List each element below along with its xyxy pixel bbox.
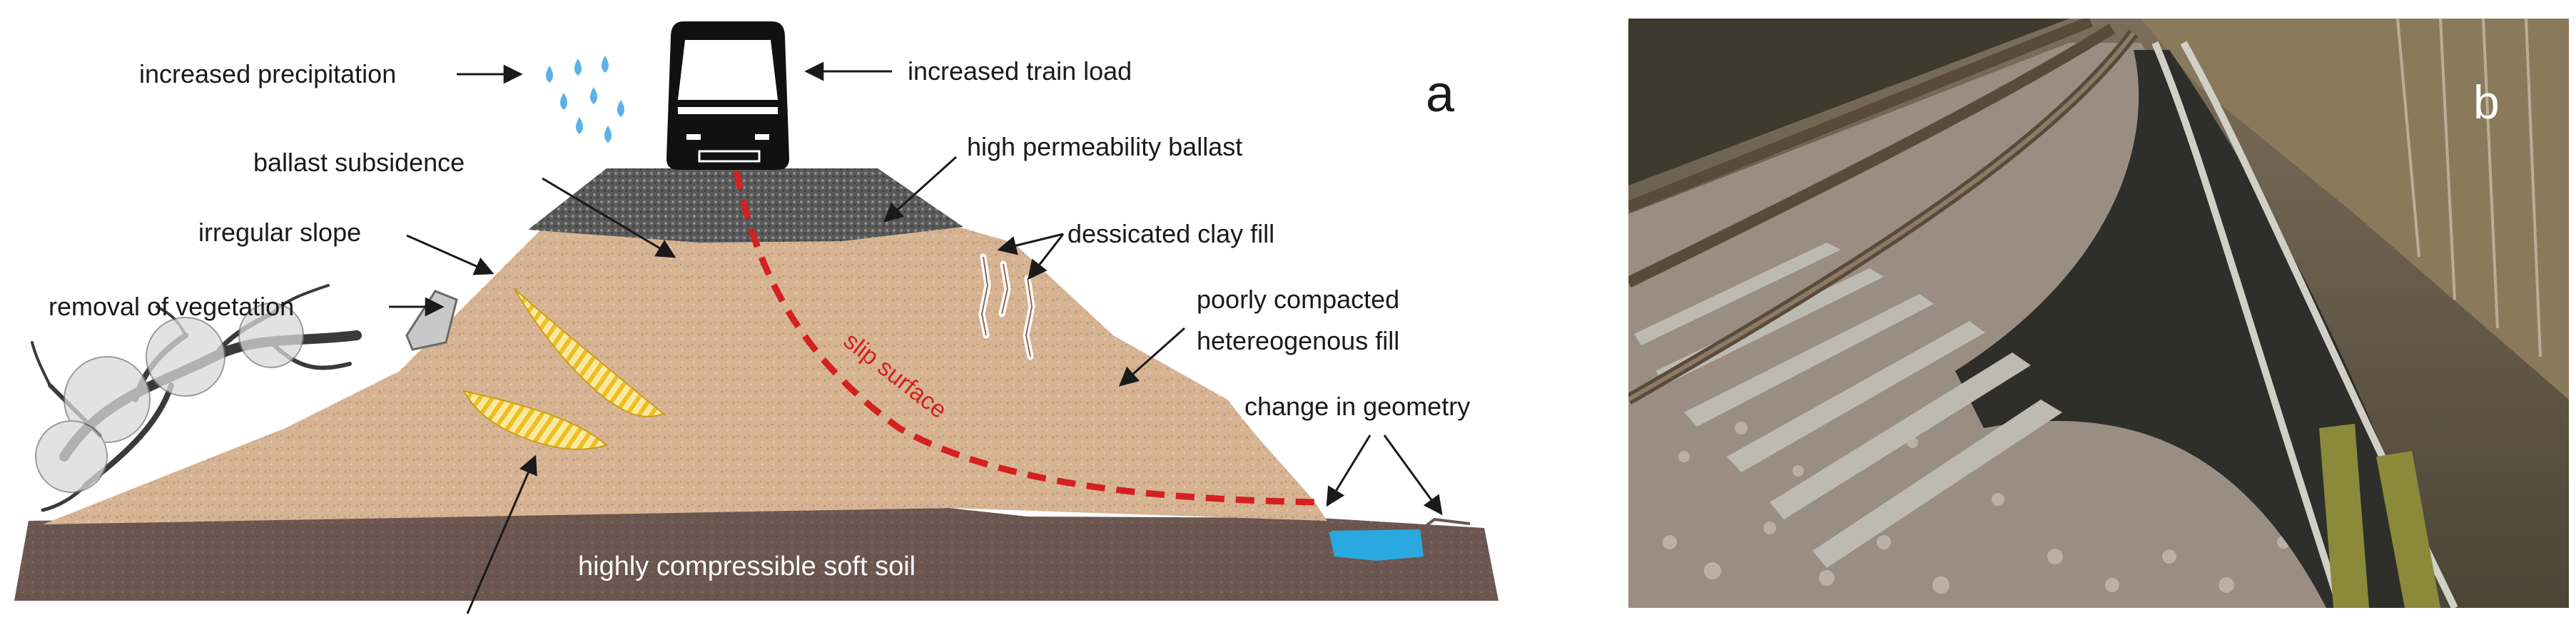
displaced-sleepers [2319, 424, 2440, 608]
slip-surface-line [733, 171, 1321, 506]
label-change-in-geometry: change in geometry [1244, 392, 1470, 421]
label-increased-precipitation: increased precipitation [139, 59, 396, 88]
sleepers [1634, 243, 2062, 568]
label-poorly-compacted: poorly compacted [1197, 285, 1399, 314]
crack-outline [980, 256, 1033, 357]
label-removal-of-vegetation: removal of vegetation [49, 292, 294, 321]
water-pond [1329, 529, 1424, 561]
rain-drops-icon [546, 56, 624, 143]
pond-edge [1316, 517, 1471, 533]
train-icon [666, 21, 789, 170]
label-irregular-slope: irregular slope [198, 218, 361, 247]
label-arrows [389, 61, 1443, 614]
tree-foliage [35, 303, 304, 493]
panel-a: increased precipitation increased train … [14, 21, 1499, 614]
rail-head [1628, 31, 2136, 402]
weak-lens-upper [513, 288, 666, 417]
label-increased-train-load: increased train load [908, 56, 1132, 86]
label-ballast-subsidence: ballast subsidence [253, 148, 465, 177]
bare-trees [2396, 19, 2542, 357]
label-soft-soil: highly compressible soft soil [578, 552, 916, 581]
collapse-trough [1955, 50, 2440, 608]
panel-b-photo: b [1628, 19, 2569, 608]
weak-lens-lower [462, 390, 609, 450]
panel-b-letter: b [2473, 76, 2500, 128]
soft-soil-layer [14, 508, 1499, 601]
label-high-permeability-ballast: high permeability ballast [967, 132, 1242, 161]
label-hetereogenous-fill: hetereogenous fill [1197, 326, 1399, 355]
panel-a-letter: a [1426, 66, 1455, 123]
label-dessicated-clay-fill: dessicated clay fill [1068, 219, 1274, 248]
